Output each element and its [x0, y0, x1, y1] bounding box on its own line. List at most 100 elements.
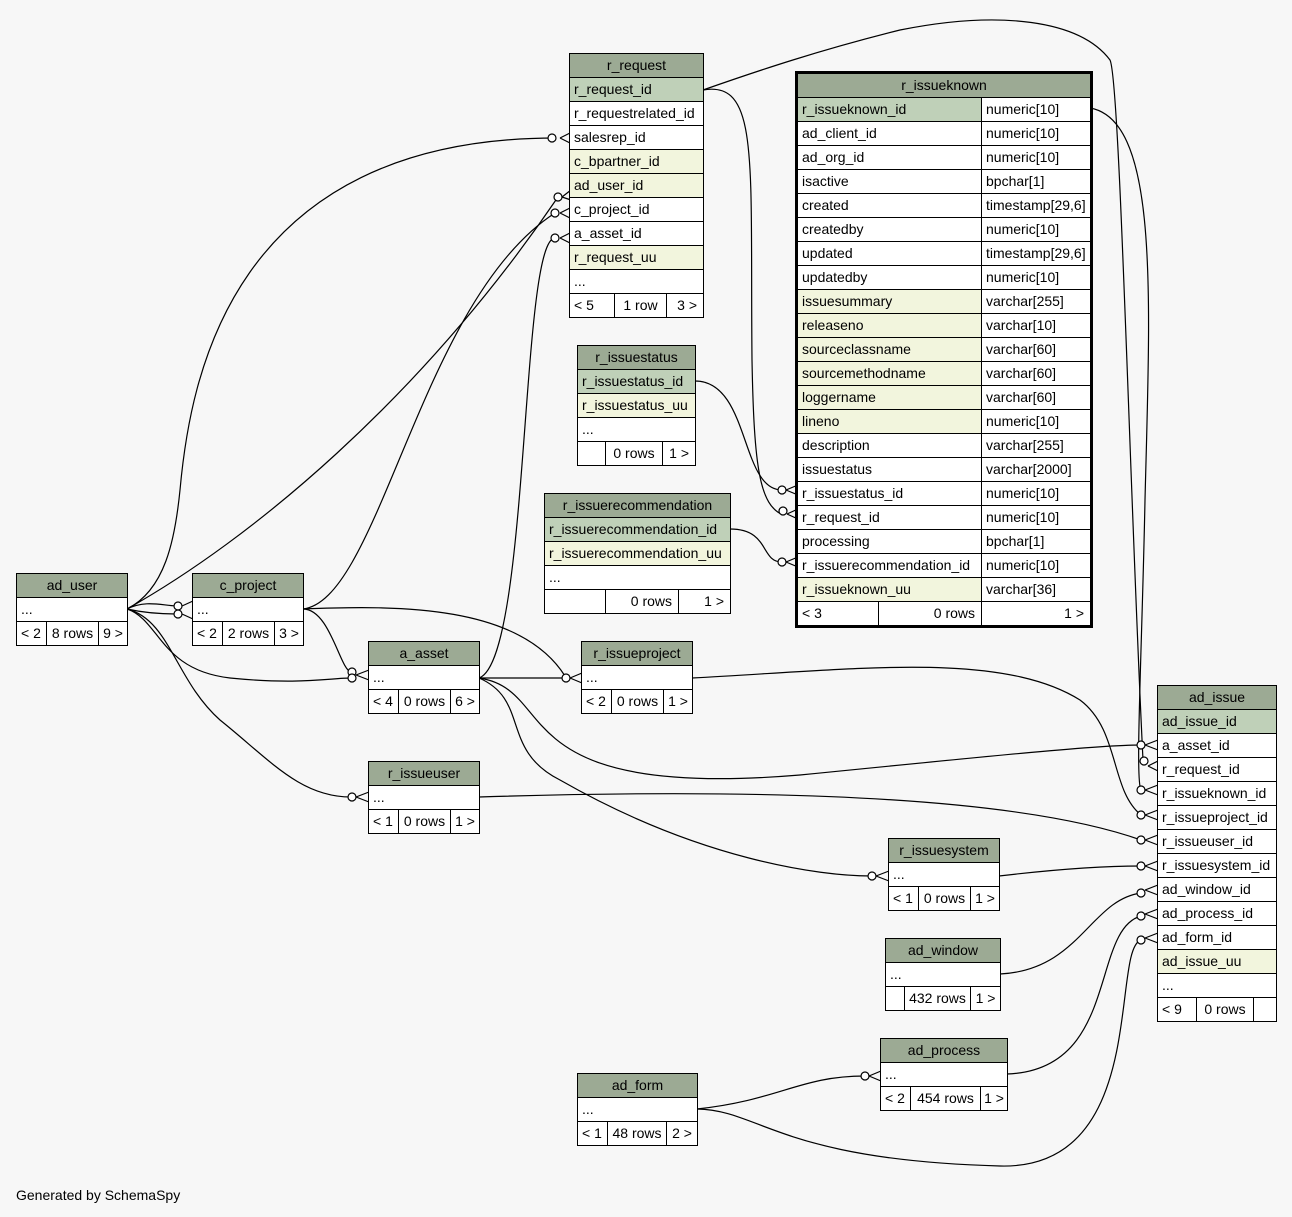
table-r_issueproject[interactable]: r_issueproject ... < 2 0 rows 1 >	[581, 641, 693, 714]
table-title[interactable]: r_issueknown	[798, 74, 1090, 97]
children-count[interactable]: 1 >	[970, 987, 1000, 1010]
column-ad_form_id[interactable]: ad_form_id	[1162, 929, 1233, 945]
children-count[interactable]: 9 >	[98, 622, 127, 645]
table-title[interactable]: r_issueproject	[582, 642, 692, 665]
table-a_asset[interactable]: a_asset ... < 4 0 rows 6 >	[368, 641, 480, 714]
column-ad_process_id[interactable]: ad_process_id	[1162, 905, 1254, 921]
table-r_request[interactable]: r_request r_request_id r_requestrelated_…	[569, 53, 704, 318]
column-r_issuestatus_uu[interactable]: r_issuestatus_uu	[582, 397, 688, 413]
column-a_asset_id[interactable]: a_asset_id	[574, 225, 642, 241]
column-c_bpartner_id[interactable]: c_bpartner_id	[574, 153, 660, 169]
children-count[interactable]: 1 >	[980, 1087, 1007, 1110]
parents-count[interactable]: < 2	[197, 625, 217, 641]
table-title[interactable]: ad_issue	[1158, 686, 1276, 709]
children-count[interactable]: 1 >	[663, 690, 692, 713]
column-r_issuerecommendation_uu[interactable]: r_issuerecommendation_uu	[549, 545, 722, 561]
column-r_issuesystem_id[interactable]: r_issuesystem_id	[1162, 857, 1271, 873]
parents-count[interactable]: < 1	[373, 813, 393, 829]
table-r_issuerecommendation[interactable]: r_issuerecommendation r_issuerecommendat…	[544, 493, 731, 614]
parents-count[interactable]	[886, 987, 904, 1010]
table-title[interactable]: ad_window	[886, 939, 1000, 962]
table-r_issueuser[interactable]: r_issueuser ... < 1 0 rows 1 >	[368, 761, 480, 834]
children-count[interactable]	[1253, 998, 1276, 1021]
children-count[interactable]: 1 >	[678, 590, 730, 613]
children-count[interactable]: 3 >	[274, 622, 303, 645]
column-ad_issue_id[interactable]: ad_issue_id	[1162, 713, 1237, 729]
parents-count[interactable]: < 1	[582, 1125, 602, 1141]
column-r_issueknown_id[interactable]: r_issueknown_id	[1162, 785, 1267, 801]
column-r_issuestatus_id[interactable]: r_issuestatus_id	[582, 373, 684, 389]
table-title[interactable]: r_issuestatus	[578, 346, 695, 369]
column-r_request_uu[interactable]: r_request_uu	[574, 249, 657, 265]
parents-count[interactable]: < 1	[893, 890, 913, 906]
children-count[interactable]: 2 >	[666, 1122, 697, 1145]
children-count[interactable]: 6 >	[450, 690, 479, 713]
column-r_issueuser_id[interactable]: r_issueuser_id	[1162, 833, 1254, 849]
parents-count[interactable]: < 2	[21, 625, 41, 641]
table-ad_window[interactable]: ad_window ... 432 rows 1 >	[885, 938, 1001, 1011]
children-count[interactable]: 3 >	[666, 294, 703, 317]
column-r_request_id[interactable]: r_request_id	[574, 81, 652, 97]
parents-count[interactable]	[545, 590, 605, 613]
table-title[interactable]: r_request	[570, 54, 703, 77]
parents-count[interactable]	[578, 442, 605, 465]
table-title[interactable]: r_issuerecommendation	[545, 494, 730, 517]
parents-count[interactable]: < 9	[1162, 1001, 1182, 1017]
table-title[interactable]: ad_form	[578, 1074, 697, 1097]
column-c_project_id[interactable]: c_project_id	[574, 201, 650, 217]
children-count[interactable]: 1 >	[450, 810, 479, 833]
parents-count[interactable]: < 2	[586, 693, 606, 709]
column-ad_window_id[interactable]: ad_window_id	[1162, 881, 1251, 897]
children-count[interactable]: 1 >	[981, 602, 1090, 625]
table-ad_issue[interactable]: ad_issue ad_issue_id a_asset_id r_reques…	[1157, 685, 1277, 1022]
parents-count[interactable]: < 4	[373, 693, 393, 709]
table-ad_user[interactable]: ad_user ... < 2 8 rows 9 >	[16, 573, 128, 646]
column-ad_issue_uu[interactable]: ad_issue_uu	[1162, 953, 1242, 969]
table-title[interactable]: ad_process	[881, 1039, 1007, 1062]
parents-count[interactable]: < 2	[885, 1090, 905, 1106]
table-title[interactable]: a_asset	[369, 642, 479, 665]
column-a_asset_id[interactable]: a_asset_id	[1162, 737, 1230, 753]
column-salesrep_id[interactable]: salesrep_id	[574, 129, 646, 145]
table-ad_form[interactable]: ad_form ... < 1 48 rows 2 >	[577, 1073, 698, 1146]
table-title[interactable]: r_issueuser	[369, 762, 479, 785]
column-r_issuerecommendation_id[interactable]: r_issuerecommendation_id	[549, 521, 718, 537]
parents-count[interactable]: < 5	[574, 297, 594, 313]
column-r_issueproject_id[interactable]: r_issueproject_id	[1162, 809, 1268, 825]
table-ad_process[interactable]: ad_process ... < 2 454 rows 1 >	[880, 1038, 1008, 1111]
table-title[interactable]: c_project	[193, 574, 303, 597]
table-title[interactable]: ad_user	[17, 574, 127, 597]
column-r_request_id[interactable]: r_request_id	[1162, 761, 1240, 777]
table-r_issuesystem[interactable]: r_issuesystem ... < 1 0 rows 1 >	[888, 838, 1000, 911]
children-count[interactable]: 1 >	[970, 887, 999, 910]
table-title[interactable]: r_issuesystem	[889, 839, 999, 862]
column-ad_user_id[interactable]: ad_user_id	[574, 177, 644, 193]
children-count[interactable]: 1 >	[662, 442, 695, 465]
parents-count[interactable]: < 3	[802, 605, 822, 621]
table-r_issuestatus[interactable]: r_issuestatus r_issuestatus_id r_issuest…	[577, 345, 696, 466]
column-r_requestrelated_id[interactable]: r_requestrelated_id	[574, 105, 695, 121]
table-c_project[interactable]: c_project ... < 2 2 rows 3 >	[192, 573, 304, 646]
